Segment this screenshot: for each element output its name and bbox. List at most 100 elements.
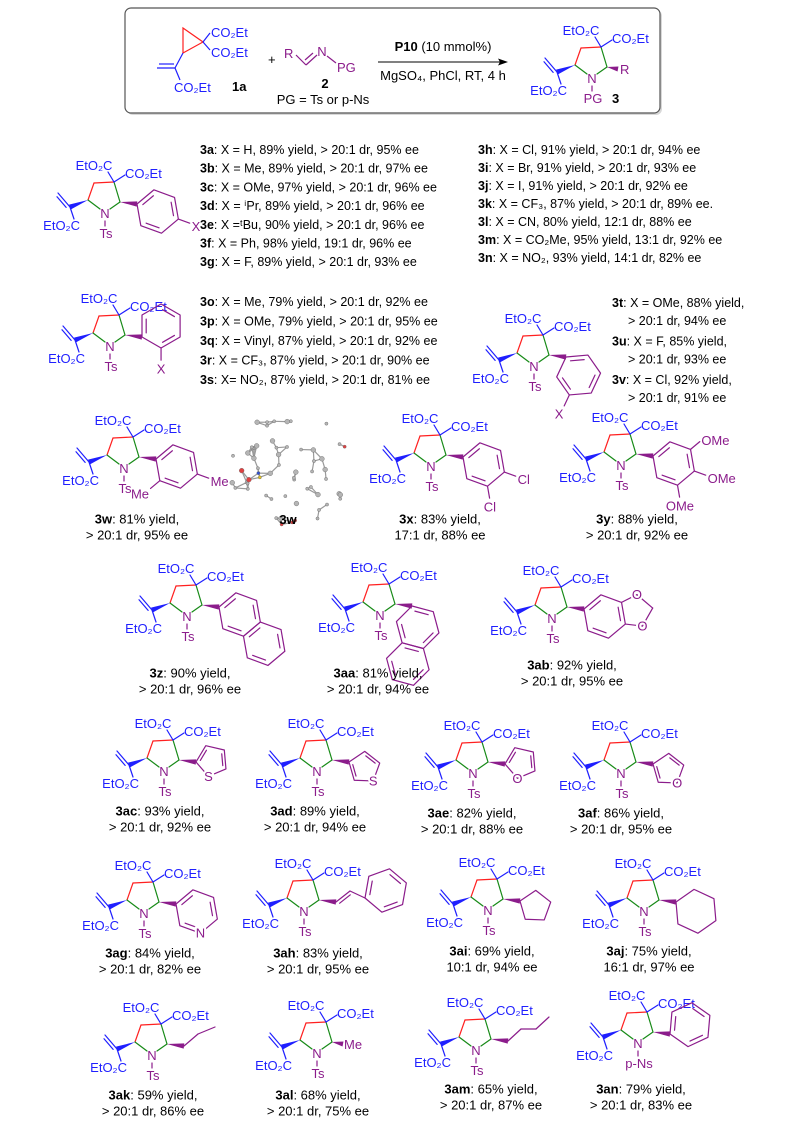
selectivity-text: > 20:1 dr, 95% ee	[521, 674, 623, 689]
result-text: : X = H, 89% yield, > 20:1 dr, 95% ee	[214, 143, 419, 157]
yield-text: : 68% yield,	[293, 1088, 360, 1103]
protecting-group-label: Ts	[147, 1068, 161, 1083]
bond	[516, 335, 524, 354]
bond	[439, 434, 447, 456]
bond	[138, 599, 149, 612]
five-membered-ring	[348, 750, 381, 782]
yield-text: : 82% yield,	[449, 806, 516, 821]
bond	[589, 1026, 600, 1039]
bond	[139, 595, 153, 611]
bond	[128, 456, 140, 465]
result-text: : X = Br, 91% yield, > 20:1 dr, 93% ee	[488, 161, 696, 175]
aromatic-bond	[277, 633, 281, 649]
bond	[507, 1028, 522, 1042]
compound-result-3ah: 3ah: 83% yield,> 20:1 dr, 95% ee	[267, 946, 369, 977]
bond	[183, 1033, 199, 1047]
xray-atom	[312, 459, 316, 463]
aromatic-bond	[669, 757, 680, 766]
bond	[543, 61, 554, 74]
xray-structure-image: 3w	[229, 418, 347, 527]
compound-number: 1a	[232, 79, 247, 94]
wedge-bond	[567, 606, 585, 612]
ester-label: EtO₂C	[43, 218, 80, 233]
bond	[335, 890, 351, 903]
bond	[146, 740, 154, 759]
aromatic-bond	[661, 474, 676, 481]
six-membered-ring	[669, 1002, 711, 1048]
bond	[326, 55, 337, 64]
six-membered-ring	[556, 354, 602, 396]
bond	[516, 611, 522, 625]
substituent-label: X	[555, 407, 564, 422]
ester-label: EtO₂C	[48, 351, 85, 366]
bond	[620, 1029, 634, 1040]
compound-result-3aj: 3aj: 75% yield,16:1 dr, 97% ee	[603, 944, 694, 975]
selectivity-text: 17:1 dr, 88% ee	[394, 528, 485, 543]
result-text: : X = Ph, 98% yield, 19:1 dr, 96% ee	[211, 237, 412, 251]
bond	[590, 1022, 604, 1038]
bond	[609, 433, 631, 436]
bond	[332, 594, 346, 610]
substituent-label: X	[192, 219, 201, 234]
bond	[96, 892, 110, 908]
bond	[522, 334, 544, 337]
bond	[305, 54, 318, 66]
nitrogen-label: N	[105, 339, 114, 354]
bond	[305, 1021, 327, 1024]
bond	[480, 1038, 492, 1047]
yield-text: : 59% yield,	[130, 1088, 197, 1103]
nitrogen-label: N	[312, 1046, 321, 1061]
ester-label: CO₂Et	[337, 1006, 374, 1021]
bond	[629, 433, 637, 455]
result-line: 3o: X = Me, 79% yield, > 20:1 dr, 92% ee	[200, 295, 428, 309]
bond	[641, 607, 654, 627]
bond	[132, 429, 145, 438]
protecting-group-label: p-Ns	[625, 1056, 653, 1071]
result-text: : X= NO₂, 87% yield, > 20:1 dr, 81% ee	[214, 373, 430, 387]
ester-label: CO₂Et	[211, 45, 248, 60]
bond	[286, 897, 300, 908]
compound-number: 3ag	[105, 946, 127, 961]
bond	[195, 584, 203, 606]
bond	[92, 315, 100, 334]
bond	[174, 67, 181, 81]
wedge-bond	[159, 901, 177, 907]
six-membered-ring	[675, 888, 717, 934]
yield-text: : 81% yield,	[355, 666, 422, 681]
bond	[177, 218, 191, 224]
result-line-yield: 3af: 86% yield,	[578, 806, 664, 821]
wedge-bond	[452, 897, 471, 907]
result-text: : X = F, 85% yield,	[627, 335, 727, 349]
xray-atom	[337, 492, 343, 498]
ester-label: EtO₂C	[592, 410, 629, 425]
heteroatom-label: S	[204, 769, 213, 784]
compound-result-3an: 3an: 79% yield,> 20:1 dr, 83% ee	[590, 1082, 692, 1113]
catalyst-loading: (10 mmol%)	[418, 39, 492, 54]
bond	[560, 586, 568, 608]
substituent-label: Me	[211, 474, 229, 489]
result-line-yield: 3am: 65% yield,	[444, 1082, 537, 1097]
yield-text: : 93% yield,	[137, 804, 204, 819]
bond	[425, 752, 439, 768]
bond	[626, 880, 634, 899]
result-line-yield: 3ak: 59% yield,	[109, 1088, 198, 1103]
bond	[160, 1016, 173, 1025]
aromatic-bond	[189, 456, 194, 472]
ester-label: CO₂Et	[207, 569, 244, 584]
nitrogen-label: N	[468, 766, 477, 781]
bond	[98, 314, 120, 317]
xray-atom	[342, 444, 347, 449]
ester-label: EtO₂C	[414, 1055, 451, 1070]
aromatic-bond	[161, 450, 173, 461]
selectivity-text: > 20:1 dr, 94% ee	[327, 682, 429, 697]
compound-result-3ai: 3ai: 69% yield,10:1 dr, 94% ee	[446, 944, 537, 975]
compound-result-3ad: 3ad: 89% yield,> 20:1 dr, 94% ee	[264, 804, 366, 835]
bond	[625, 761, 637, 770]
result-line: 3d: X = ⁱPr, 89% yield, > 20:1 dr, 96% e…	[200, 199, 425, 213]
result-line-yield: 3aj: 75% yield,	[606, 944, 691, 959]
compound-number: 3c	[200, 180, 214, 194]
arrow-head-icon	[498, 58, 508, 66]
